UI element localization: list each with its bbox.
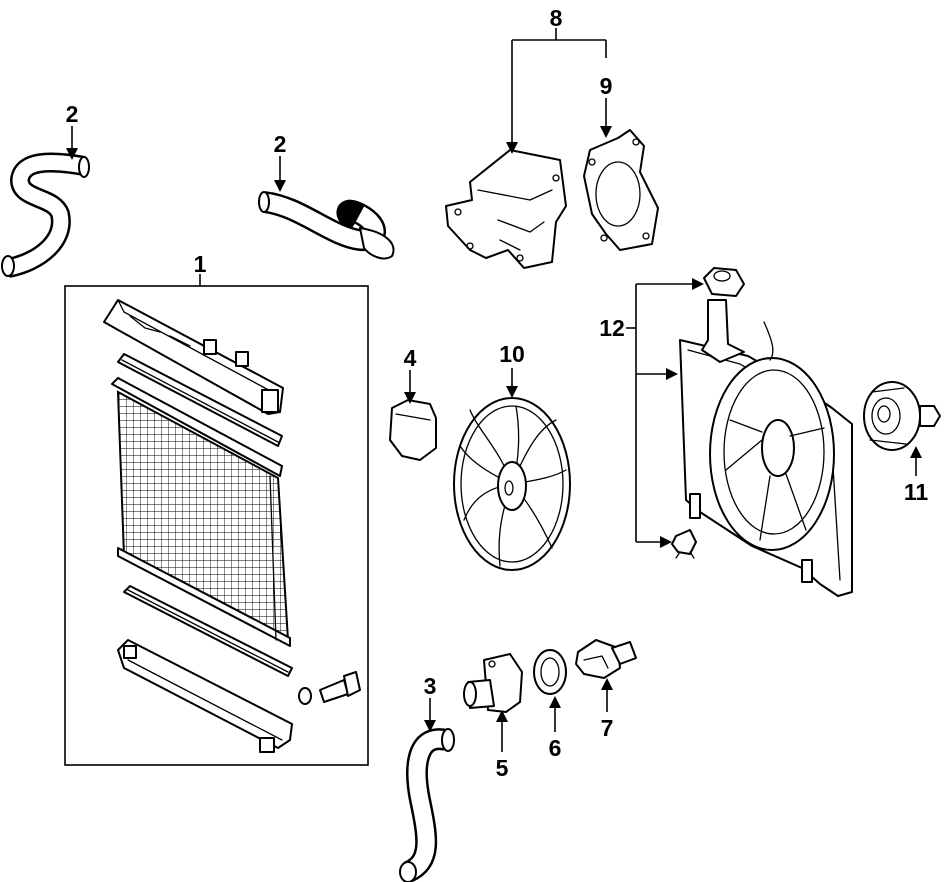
radiator-cap xyxy=(389,399,437,461)
thermostat-housing xyxy=(463,653,523,713)
leader-lines xyxy=(66,28,922,752)
callout-7: 7 xyxy=(601,715,614,741)
callout-2-left: 2 xyxy=(66,101,79,127)
callout-8: 8 xyxy=(550,5,563,31)
fan-motor xyxy=(863,381,941,451)
water-pump-gasket xyxy=(583,129,659,251)
callout-6: 6 xyxy=(549,735,562,761)
water-pump xyxy=(445,149,567,269)
callout-10: 10 xyxy=(499,341,525,367)
radiator-hose-upper-center xyxy=(258,191,395,260)
radiator-assembly xyxy=(64,285,369,766)
radiator-hose-upper-left xyxy=(1,152,90,278)
callout-labels: 1 2 2 3 4 5 6 7 8 9 10 11 12 xyxy=(66,5,929,781)
fan-shroud-assembly xyxy=(671,267,853,597)
callout-2-center: 2 xyxy=(274,131,287,157)
radiator-hose-lower xyxy=(399,728,455,882)
callout-3: 3 xyxy=(424,673,437,699)
callout-11: 11 xyxy=(904,479,929,505)
thermostat xyxy=(575,639,637,679)
callout-1: 1 xyxy=(194,251,207,277)
callout-4: 4 xyxy=(404,345,417,371)
cooling-fan-blade xyxy=(453,397,571,571)
callout-9: 9 xyxy=(600,73,613,99)
callout-5: 5 xyxy=(496,755,509,781)
thermostat-gasket xyxy=(533,649,567,695)
callout-12: 12 xyxy=(599,315,625,341)
